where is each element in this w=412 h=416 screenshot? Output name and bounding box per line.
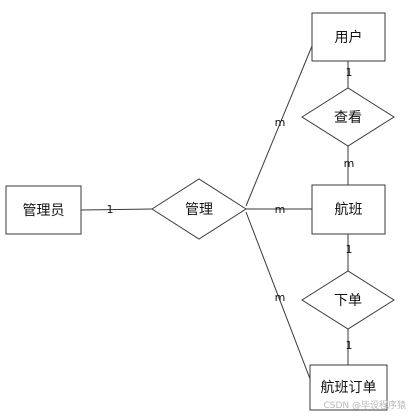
relationship-view: 查看	[301, 87, 395, 147]
edge-admin-manage	[80, 208, 153, 211]
relationship-order: 下单	[301, 270, 395, 330]
entity-flight-order-label: 航班订单	[321, 380, 377, 396]
entity-flight: 航班	[311, 184, 386, 235]
entity-flight-order: 航班订单	[309, 364, 388, 411]
entity-user-label: 用户	[335, 29, 363, 46]
card-manage-flight: m	[275, 203, 286, 216]
entity-admin: 管理员	[5, 185, 82, 235]
relationship-view-label: 查看	[334, 110, 362, 126]
edges	[80, 45, 349, 385]
card-user-view: 1	[346, 66, 353, 79]
card-admin-manage: 1	[107, 203, 114, 216]
card-order-flightorder: 1	[346, 339, 353, 352]
edge-manage-order	[245, 211, 313, 385]
entity-user: 用户	[311, 12, 386, 62]
cardinalities: 1 m m m 1 m 1 1	[107, 66, 355, 352]
watermark: CSDN @毕设程序猿	[323, 399, 406, 411]
card-manage-user: m	[275, 116, 286, 129]
relationship-manage-label: 管理	[185, 202, 213, 218]
card-flight-order: 1	[346, 243, 353, 256]
entity-admin-label: 管理员	[23, 203, 65, 219]
relationship-manage: 管理	[151, 178, 247, 240]
card-manage-order: m	[275, 291, 286, 304]
card-view-flight: m	[344, 157, 355, 170]
edge-manage-user	[245, 45, 313, 207]
entity-flight-label: 航班	[335, 202, 363, 218]
relationship-order-label: 下单	[334, 293, 362, 309]
